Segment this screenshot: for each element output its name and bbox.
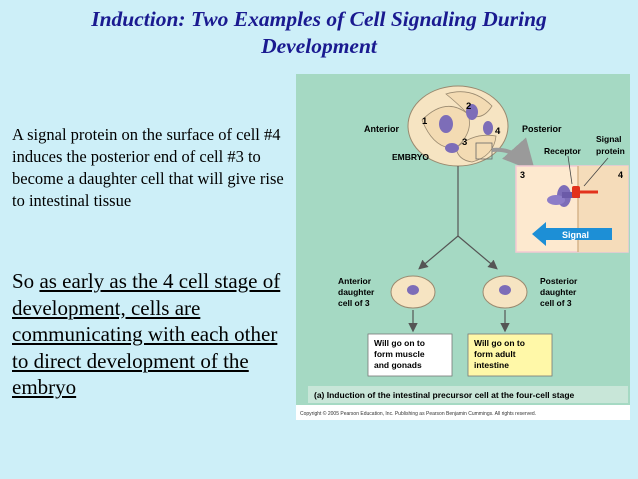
figure-svg: 1 2 3 4 Anterior Posterior EMBRYO Recept…	[296, 74, 630, 420]
emphasis-paragraph: So as early as the 4 cell stage of devel…	[12, 268, 287, 401]
body-paragraph: A signal protein on the surface of cell …	[12, 125, 284, 210]
signal-protein-label-2: protein	[596, 146, 625, 156]
posterior-daughter-label-1: Posterior	[540, 276, 578, 286]
cell-number-2: 2	[466, 101, 471, 112]
signal-protein-pointer	[583, 157, 609, 187]
cell-number-3: 3	[462, 137, 467, 148]
zoom-box	[475, 142, 493, 160]
nucleus-3	[445, 143, 459, 153]
anterior-daughter-nucleus	[407, 285, 419, 295]
embryo: 1 2 3 4	[407, 85, 509, 167]
slide-title: Induction: Two Examples of Cell Signalin…	[0, 6, 638, 60]
intestine-box	[467, 333, 553, 377]
nucleus-2	[466, 104, 478, 120]
caption-bar	[308, 386, 628, 403]
signal-arrow	[532, 222, 612, 246]
anterior-label: Anterior	[364, 124, 400, 134]
title-line-2: Development	[261, 34, 377, 58]
signal-protein-shape	[572, 186, 580, 198]
receptor-label: Receptor	[544, 146, 582, 156]
anterior-daughter-label-3: cell of 3	[338, 298, 370, 308]
inset: 3 4 Signal	[515, 155, 629, 253]
figure-caption: (a) Induction of the intestinal precurso…	[314, 390, 575, 400]
cell-outline-2	[445, 91, 493, 118]
emphasis-underlined: as early as the 4 cell stage of developm…	[12, 269, 281, 399]
receptor-pointer	[567, 155, 573, 185]
intestine-box-line-1: Will go on to	[474, 338, 525, 348]
copyright-text: Copyright © 2005 Pearson Education, Inc.…	[300, 410, 536, 417]
muscle-box-line-2: form muscle	[374, 349, 425, 359]
anterior-daughter-label-2: daughter	[338, 287, 375, 297]
embryo-label: EMBRYO	[392, 152, 429, 162]
intestine-box-line-3: intestine	[474, 360, 509, 370]
intestine-box-line-2: form adult	[474, 349, 516, 359]
branch-arrow-right	[457, 235, 498, 270]
cell-number-4: 4	[495, 126, 501, 137]
emphasis-prefix: So	[12, 269, 40, 293]
zoom-arrow	[491, 137, 536, 172]
nucleus-1	[439, 115, 453, 133]
induction-figure: 1 2 3 4 Anterior Posterior EMBRYO Recept…	[296, 74, 630, 420]
inset-number-4: 4	[618, 170, 623, 180]
muscle-gonads-box	[367, 333, 453, 377]
signal-arrow-label: Signal	[562, 230, 589, 240]
inset-number-3: 3	[520, 170, 525, 180]
copyright-strip	[296, 405, 630, 420]
posterior-daughter-label-3: cell of 3	[540, 298, 572, 308]
cell-number-1: 1	[422, 116, 428, 127]
nucleus-4	[483, 121, 493, 135]
posterior-daughter-label-2: daughter	[540, 287, 577, 297]
muscle-box-line-1: Will go on to	[374, 338, 425, 348]
receptor-shape-lower	[547, 195, 565, 205]
posterior-daughter-nucleus	[499, 285, 511, 295]
posterior-label: Posterior	[522, 124, 562, 134]
anterior-daughter-label-1: Anterior	[338, 276, 372, 286]
muscle-box-line-3: and gonads	[374, 360, 422, 370]
signal-protein-label-1: Signal	[596, 134, 622, 144]
receptor-stem	[562, 192, 580, 198]
title-line-1: Induction: Two Examples of Cell Signalin…	[91, 7, 547, 31]
branch-arrow-left	[418, 235, 459, 270]
